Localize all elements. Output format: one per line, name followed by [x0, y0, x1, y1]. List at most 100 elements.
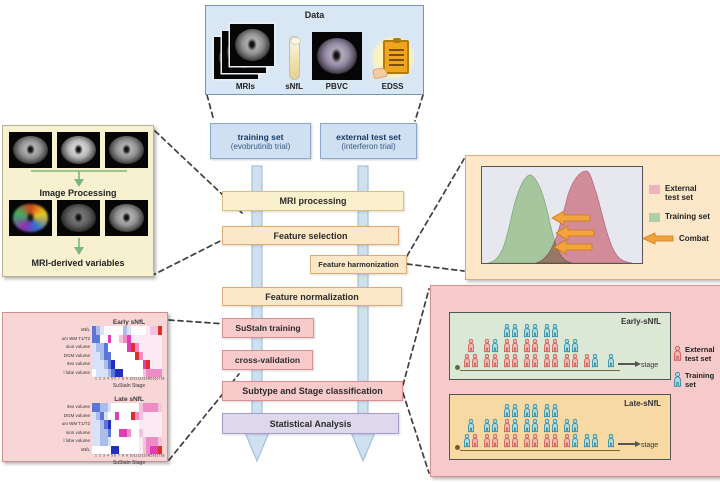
pink-person-icon: [563, 434, 570, 448]
brain-mri-icon: [9, 132, 52, 168]
blue-person-icon: [551, 324, 558, 338]
heatmap-row: sion volume: [3, 343, 169, 352]
blue-person-icon: [523, 324, 530, 338]
brain-mri-icon: [57, 132, 100, 168]
brain-mri-icon: [105, 200, 148, 236]
image-processing-label: Image Processing: [39, 188, 117, 198]
stage-column: [462, 419, 479, 448]
blue-person-icon: [673, 371, 682, 393]
pink-person-icon: [531, 339, 538, 353]
pink-person-icon: [503, 434, 510, 448]
stage-column: [522, 324, 539, 368]
stage-label: stage: [641, 362, 659, 369]
blue-person-icon: [551, 419, 558, 433]
stage-column: [482, 339, 499, 368]
brain-mri-icon: [311, 32, 362, 80]
heatmap-row: um WM T1/T2: [3, 334, 169, 343]
blue-person-icon: [511, 419, 518, 433]
stage-column: [462, 339, 479, 368]
pink-person-icon: [551, 434, 558, 448]
pink-person-icon: [563, 354, 570, 368]
external-test-set-name: external test set: [336, 131, 401, 142]
pink-person-icon: [531, 354, 538, 368]
stage-column: [582, 434, 599, 448]
stage-arrow-icon: [618, 360, 641, 367]
blue-person-icon: [571, 419, 578, 433]
legend-training-set: Training set: [649, 212, 710, 222]
heatmap-row: rtex volume: [3, 403, 169, 412]
blue-person-icon: [463, 434, 470, 448]
external-test-set-trial: (interferon trial): [341, 141, 396, 151]
blue-person-icon: [563, 419, 570, 433]
blue-person-icon: [531, 404, 538, 418]
late-staging-title: Late-sNfL: [624, 399, 661, 408]
blue-person-icon: [511, 324, 518, 338]
external-test-set-box: external test set (interferon trial): [320, 123, 417, 159]
combat-arrow-icon: [642, 232, 674, 245]
late-snfl-staging: Late-sNfL stage: [449, 394, 671, 460]
blue-person-icon: [607, 354, 614, 368]
step-mri-processing: MRI processing: [222, 191, 404, 211]
blue-person-icon: [583, 434, 590, 448]
raw-mri-images: [9, 132, 148, 168]
step-feature-harmonization: Feature harmonization: [310, 255, 407, 274]
pink-person-icon: [471, 354, 478, 368]
staging-panel: Early-sNfL stage Late-sNfL stage Externa…: [430, 285, 720, 477]
pink-person-icon: [673, 345, 682, 367]
blue-person-icon: [591, 434, 598, 448]
pink-person-icon: [543, 339, 550, 353]
image-processing-panel: Image Processing MRI-derived variables: [2, 125, 154, 277]
heatmap-row: l lobe volume: [3, 368, 169, 377]
stage-column: [482, 419, 499, 448]
data-item-mris: MRIs: [214, 24, 276, 91]
heatmap-row: sNfL: [3, 326, 169, 335]
brain-mri-icon: [105, 132, 148, 168]
mris-label: MRIs: [235, 82, 255, 91]
stage-column: [582, 354, 599, 368]
combat-arrow-icon: [551, 210, 595, 255]
heatmap-row: sNfL: [3, 445, 169, 454]
blue-person-icon: [503, 404, 510, 418]
pink-person-icon: [571, 354, 578, 368]
early-heatmap-title: Early sNfL: [112, 319, 146, 326]
blue-person-icon: [503, 324, 510, 338]
pink-person-icon: [531, 434, 538, 448]
data-item-snfl: sNfL: [285, 36, 303, 91]
test-tube-icon: [288, 36, 301, 80]
data-item-pbvc: PBVC: [311, 32, 362, 91]
pink-person-icon: [674, 345, 681, 361]
blue-person-icon: [523, 404, 530, 418]
stage-column: [502, 324, 519, 368]
pink-person-icon: [503, 419, 510, 433]
stage-column: [602, 354, 619, 368]
step-cross-validation: cross-validation: [222, 350, 313, 370]
training-set-trial: (evobrutinib trial): [230, 141, 291, 151]
pink-person-icon: [543, 434, 550, 448]
training-distribution: [487, 174, 573, 264]
derived-mri-images: [9, 200, 148, 236]
axis-origin-dot: [455, 445, 460, 450]
stage-label: stage: [641, 442, 659, 449]
data-box: Data MRIs sNfL PBVC EDSS: [205, 5, 424, 95]
pink-person-icon: [551, 354, 558, 368]
edss-label: EDSS: [381, 82, 404, 91]
pink-person-icon: [467, 339, 474, 353]
blue-person-icon: [607, 434, 614, 448]
heatmap-row: rtex volume: [3, 360, 169, 369]
external-swatch-icon: [649, 185, 660, 194]
blue-person-icon: [571, 339, 578, 353]
legend-training-set: Training set: [673, 371, 720, 393]
step-sustain-training: SuStaIn training: [222, 318, 314, 338]
pink-person-icon: [503, 354, 510, 368]
data-box-title: Data: [304, 10, 325, 20]
pink-person-icon: [491, 354, 498, 368]
blue-person-icon: [467, 419, 474, 433]
stage-arrow-icon: [618, 440, 641, 447]
late-heatmap-title: Late sNfL: [114, 396, 144, 403]
harmonization-panel: External test set Training set Combat: [465, 155, 720, 280]
distribution-plot: [481, 166, 643, 264]
axis-origin-dot: [455, 365, 460, 370]
blue-person-icon: [531, 419, 538, 433]
